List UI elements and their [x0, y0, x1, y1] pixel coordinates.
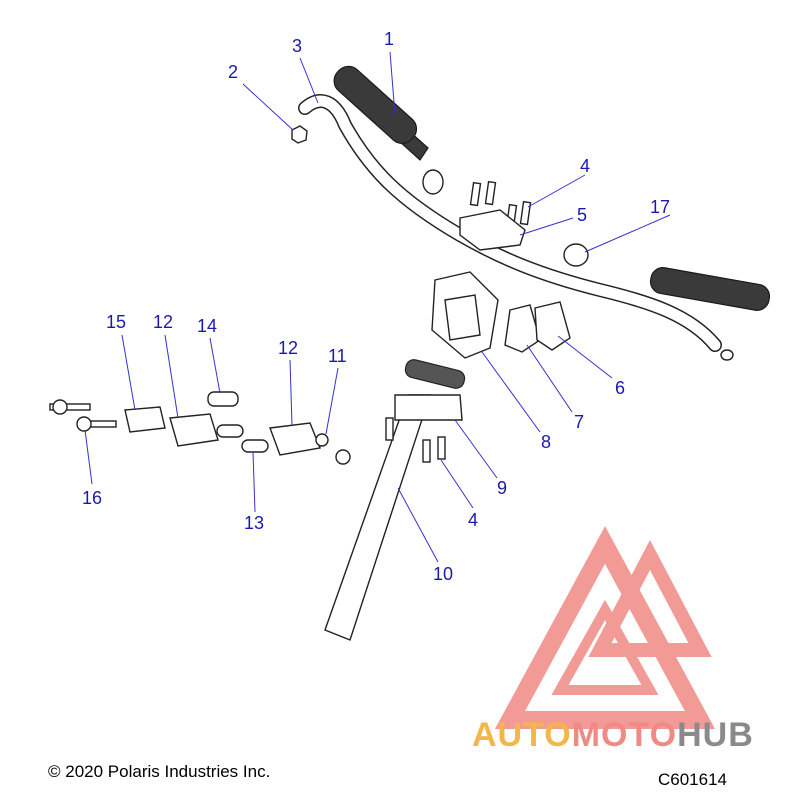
wordmark-hub: HUB: [677, 716, 754, 754]
callout-13: 13: [244, 513, 264, 533]
callout-8: 8: [541, 432, 551, 452]
diagram-id: C601614: [658, 770, 728, 789]
callout-5: 5: [577, 205, 587, 225]
callout-4-bottom: 4: [468, 510, 478, 530]
clamp-piece-6: [534, 301, 571, 351]
nut-11: [315, 433, 329, 447]
right-grip: [649, 267, 771, 311]
riser-block: [431, 271, 499, 359]
callout-3: 3: [292, 36, 302, 56]
left-grip: [333, 65, 429, 161]
callout-10: 10: [433, 564, 453, 584]
automotohub-logo: [494, 526, 716, 729]
callout-7: 7: [574, 412, 584, 432]
callout-17: 17: [650, 197, 670, 217]
wordmark-auto: AUTO: [472, 716, 572, 754]
plate-15: [124, 406, 166, 433]
automotohub-wordmark: AUTOMOTOHUB: [472, 716, 754, 755]
bar-end-plug: [720, 349, 734, 361]
callout-11: 11: [328, 346, 347, 366]
nut: [291, 125, 308, 144]
clamp-cap: [459, 209, 526, 251]
callout-2: 2: [228, 62, 238, 82]
clamp-12-left: [169, 413, 219, 447]
callout-12-right: 12: [278, 338, 298, 358]
callout-12-left: 12: [153, 312, 173, 332]
clamp-12-right: [269, 422, 321, 456]
copyright-text: © 2020 Polaris Industries Inc.: [48, 762, 271, 781]
leader-lines: [84, 51, 671, 563]
callout-labels: 1 2 3 4 5 17 15 12 14 12 11 6 7 8 9 4 16…: [82, 29, 670, 584]
steering-post: [324, 359, 466, 641]
callout-14: 14: [197, 316, 217, 336]
clamp-ring-right: [563, 243, 589, 267]
callout-16: 16: [82, 488, 102, 508]
spacer-13: [241, 439, 269, 453]
lower-bolts: [385, 417, 446, 463]
left-hardware: [49, 391, 351, 465]
clamp-ring-left: [422, 169, 444, 195]
callout-6: 6: [615, 378, 625, 398]
bushing-14: [207, 391, 239, 407]
wordmark-moto: MOTO: [571, 716, 678, 754]
clamp-piece-7: [504, 304, 541, 353]
callout-1: 1: [384, 29, 394, 49]
callout-9: 9: [497, 478, 507, 498]
callout-15: 15: [106, 312, 126, 332]
callout-4-top: 4: [580, 156, 590, 176]
